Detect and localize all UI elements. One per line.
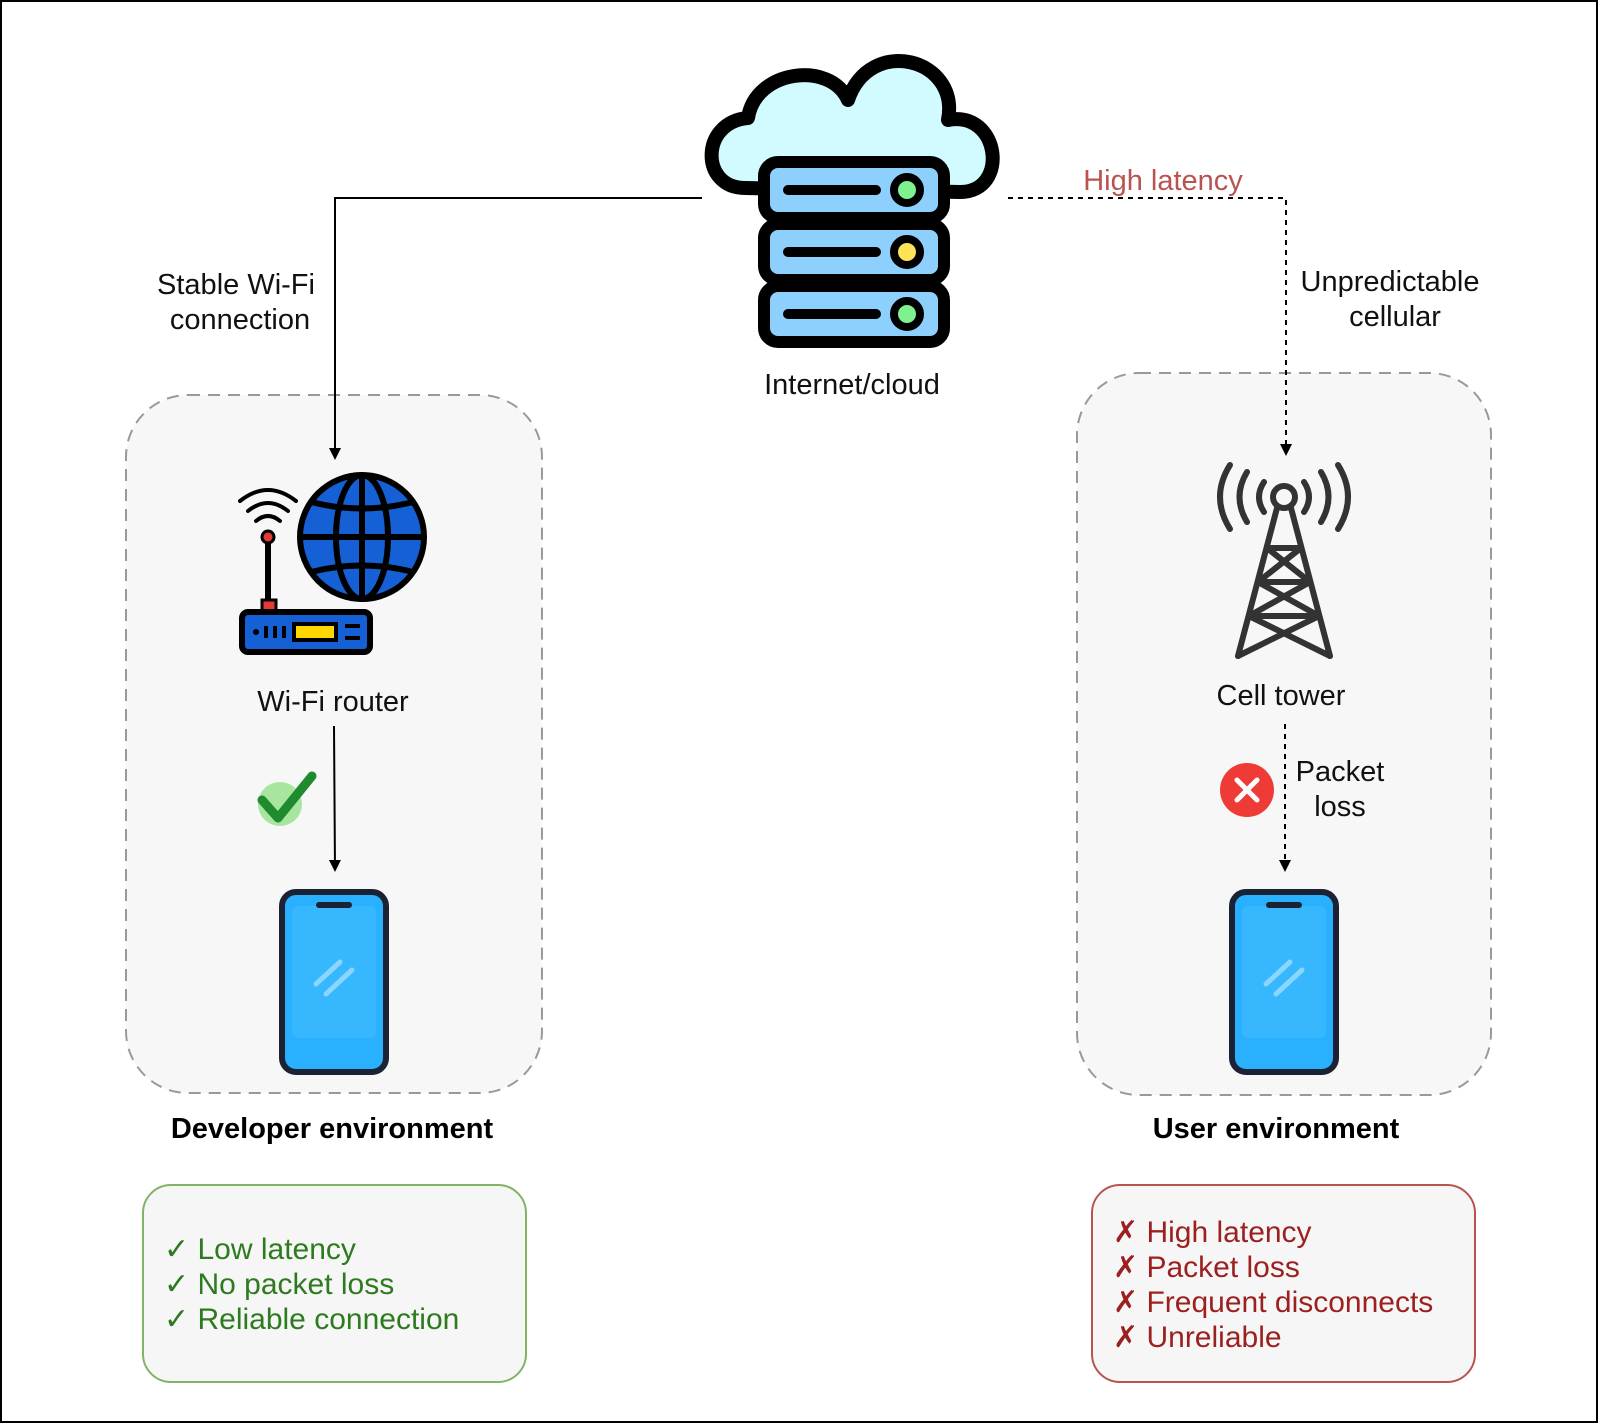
developer-benefit-item: ✓ No packet loss — [164, 1268, 394, 1301]
router-to-phone-line — [328, 725, 341, 872]
tower-label: Cell tower — [1217, 680, 1346, 712]
cellular-connection-line — [1008, 197, 1292, 456]
user-issue-item: ✗ Packet loss — [1113, 1251, 1300, 1284]
developer-environment-title: Developer environment — [171, 1113, 494, 1145]
smartphone-icon — [1229, 889, 1339, 1075]
wifi-connection-label-line2: connection — [170, 304, 310, 336]
developer-summary-box — [142, 1184, 527, 1383]
wifi-connection-label-line1: Stable Wi-Fi — [157, 269, 315, 301]
developer-benefit-item: ✓ Reliable connection — [164, 1303, 459, 1336]
smartphone-icon — [279, 889, 389, 1075]
cloud-label: Internet/cloud — [764, 369, 940, 401]
cloud-server-icon — [704, 54, 1000, 348]
cellular-label-line1: Unpredictable — [1301, 266, 1480, 298]
user-summary-box — [1091, 1184, 1476, 1383]
developer-benefit-item: ✓ Low latency — [164, 1233, 356, 1266]
user-environment-title: User environment — [1153, 1113, 1400, 1145]
user-issue-item: ✗ Frequent disconnects — [1113, 1286, 1433, 1319]
wifi-router-icon — [238, 472, 427, 655]
error-x-icon — [1220, 763, 1274, 817]
packet-loss-label-line1: Packet — [1296, 756, 1385, 788]
cellular-label-line2: cellular — [1349, 301, 1441, 333]
packet-loss-label-line2: loss — [1314, 791, 1366, 823]
high-latency-label: High latency — [1083, 165, 1243, 197]
router-label: Wi-Fi router — [257, 686, 409, 718]
user-issue-item: ✗ Unreliable — [1113, 1321, 1282, 1354]
cell-tower-icon — [1217, 462, 1351, 659]
wifi-connection-line — [329, 197, 702, 460]
checkmark-icon — [257, 771, 317, 826]
user-issue-item: ✗ High latency — [1113, 1216, 1312, 1249]
